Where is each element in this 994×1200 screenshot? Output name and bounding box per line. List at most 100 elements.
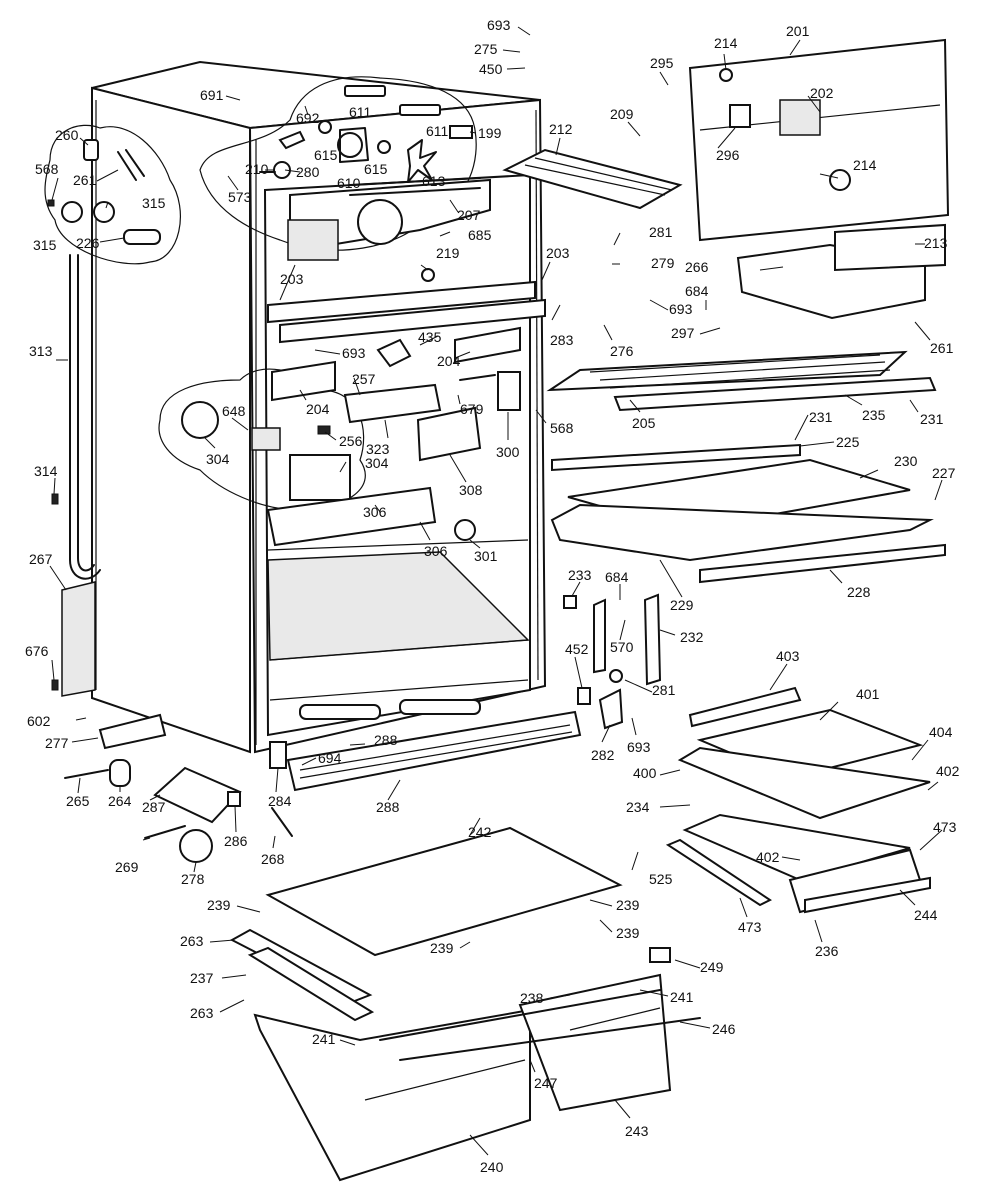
callout-231: 231 (809, 409, 833, 425)
callout-602: 602 (27, 713, 51, 729)
callout-239: 239 (616, 897, 640, 913)
callout-261: 261 (930, 340, 954, 356)
callout-613: 613 (422, 173, 446, 189)
callout-286: 286 (224, 833, 248, 849)
callout-205: 205 (632, 415, 656, 431)
callout-315: 315 (33, 237, 57, 253)
callout-247: 247 (534, 1075, 558, 1091)
callout-212: 212 (549, 121, 573, 137)
callout-207: 207 (457, 207, 481, 223)
callout-452: 452 (565, 641, 589, 657)
callout-676: 676 (25, 643, 49, 659)
callout-269: 269 (115, 859, 139, 875)
callout-525: 525 (649, 871, 673, 887)
callout-233: 233 (568, 567, 592, 583)
callout-235: 235 (862, 407, 886, 423)
callout-242: 242 (468, 824, 492, 840)
callout-263: 263 (190, 1005, 214, 1021)
callout-308: 308 (459, 482, 483, 498)
callout-691: 691 (200, 87, 224, 103)
callout-694: 694 (318, 750, 342, 766)
callout-275: 275 (474, 41, 498, 57)
callout-306: 306 (363, 504, 387, 520)
callout-199: 199 (478, 125, 502, 141)
callout-219: 219 (436, 245, 460, 261)
callout-203: 203 (546, 245, 570, 261)
callout-281: 281 (649, 224, 673, 240)
water-valve-group-outline (44, 124, 181, 265)
callout-610: 610 (337, 175, 361, 191)
callout-268: 268 (261, 851, 285, 867)
callout-243: 243 (625, 1123, 649, 1139)
crisper-assembly (229, 826, 701, 1182)
callout-685: 685 (468, 227, 492, 243)
callout-281: 281 (652, 682, 676, 698)
callout-684: 684 (605, 569, 629, 585)
callout-304: 304 (206, 451, 230, 467)
water-valve-parts (47, 139, 161, 245)
callout-404: 404 (929, 724, 953, 740)
shelf-205 (546, 350, 937, 412)
callout-287: 287 (142, 799, 166, 815)
callout-314: 314 (34, 463, 58, 479)
callout-239: 239 (207, 897, 231, 913)
callout-266: 266 (685, 259, 709, 275)
callout-296: 296 (716, 147, 740, 163)
callout-264: 264 (108, 793, 132, 809)
callout-231: 231 (920, 411, 944, 427)
callout-239: 239 (430, 940, 454, 956)
control-group-outline (158, 368, 366, 511)
callout-693: 693 (627, 739, 651, 755)
callout-313: 313 (29, 343, 53, 359)
callout-568: 568 (35, 161, 59, 177)
callout-265: 265 (66, 793, 90, 809)
callout-229: 229 (670, 597, 694, 613)
callout-306: 306 (424, 543, 448, 559)
callout-283: 283 (550, 332, 574, 348)
callout-692: 692 (296, 110, 320, 126)
callout-288: 288 (374, 732, 398, 748)
callout-400: 400 (633, 765, 657, 781)
callout-693: 693 (342, 345, 366, 361)
callout-226: 226 (76, 235, 100, 251)
callout-249: 249 (700, 959, 724, 975)
callout-204: 204 (306, 401, 330, 417)
shelf-brackets (563, 593, 662, 730)
callout-323: 323 (366, 441, 390, 457)
callout-284: 284 (268, 793, 292, 809)
callout-labels: 693 275 450 295 214 201 202 296 214 209 … (25, 17, 960, 1175)
callout-297: 297 (671, 325, 695, 341)
callout-573: 573 (228, 189, 252, 205)
callout-568: 568 (550, 420, 574, 436)
callout-203: 203 (280, 271, 304, 287)
control-components (181, 326, 521, 547)
callout-234: 234 (626, 799, 650, 815)
callout-278: 278 (181, 871, 205, 887)
tray-212 (502, 148, 683, 210)
callout-232: 232 (680, 629, 704, 645)
drawer-assembly-236 (665, 686, 931, 914)
callout-214: 214 (714, 35, 738, 51)
callout-260: 260 (55, 127, 79, 143)
callout-279: 279 (651, 255, 675, 271)
callout-210: 210 (245, 161, 269, 177)
callout-240: 240 (480, 1159, 504, 1175)
callout-241: 241 (670, 989, 694, 1005)
evaporator-group-outline (199, 76, 477, 251)
callout-401: 401 (856, 686, 880, 702)
callout-238: 238 (520, 990, 544, 1006)
callout-225: 225 (836, 434, 860, 450)
callout-611: 611 (349, 104, 372, 120)
callout-693: 693 (487, 17, 511, 33)
callout-209: 209 (610, 106, 634, 122)
callout-204: 204 (437, 353, 461, 369)
callout-236: 236 (815, 943, 839, 959)
callout-435: 435 (418, 329, 442, 345)
callout-202: 202 (810, 85, 834, 101)
evaporator-assembly (259, 85, 491, 261)
callout-615: 615 (364, 161, 388, 177)
callout-246: 246 (712, 1021, 736, 1037)
callout-301: 301 (474, 548, 498, 564)
